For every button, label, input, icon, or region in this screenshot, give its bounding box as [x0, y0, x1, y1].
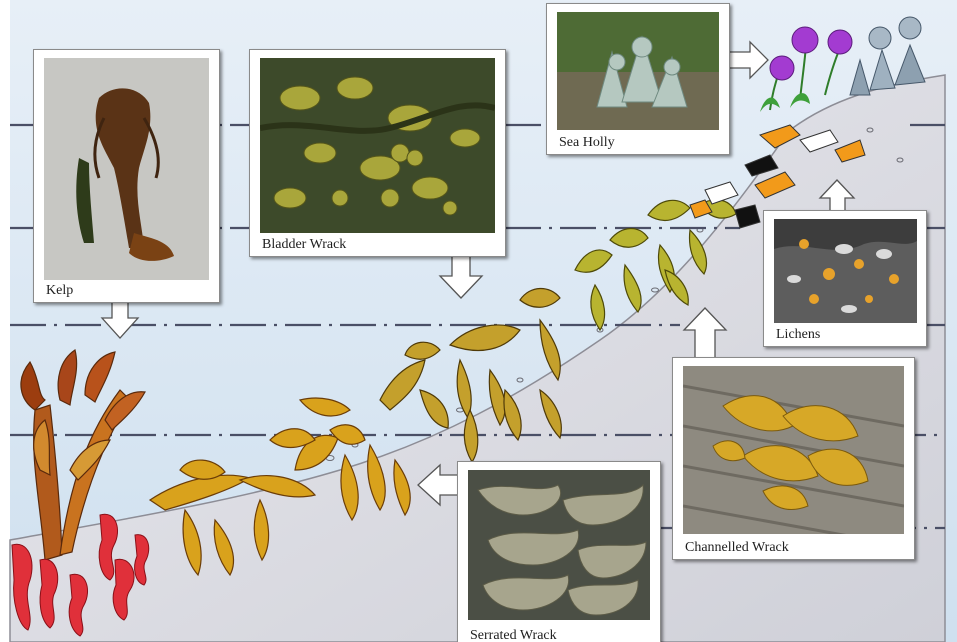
lichens-photo [774, 219, 917, 323]
channelled-wrack-card: Channelled Wrack [672, 357, 915, 560]
kelp-photo [44, 58, 209, 280]
serrated-wrack-label: Serrated Wrack [470, 628, 557, 642]
kelp-label: Kelp [46, 283, 73, 299]
bladder-wrack-photo [260, 58, 495, 233]
serrated-wrack-card: Serrated Wrack [457, 461, 661, 642]
sea-holly-photo [557, 12, 719, 130]
kelp-card: Kelp [33, 49, 220, 303]
channelled-wrack-photo [683, 366, 904, 534]
lichens-label: Lichens [776, 327, 820, 343]
bladder-wrack-label: Bladder Wrack [262, 237, 346, 253]
sea-holly-label: Sea Holly [559, 135, 615, 151]
bladder-wrack-card: Bladder Wrack [249, 49, 506, 257]
lichens-card: Lichens [763, 210, 927, 347]
channelled-wrack-label: Channelled Wrack [685, 540, 789, 556]
sea-holly-card: Sea Holly [546, 3, 730, 155]
serrated-wrack-photo [468, 470, 650, 620]
left-frame-strip [0, 0, 10, 642]
